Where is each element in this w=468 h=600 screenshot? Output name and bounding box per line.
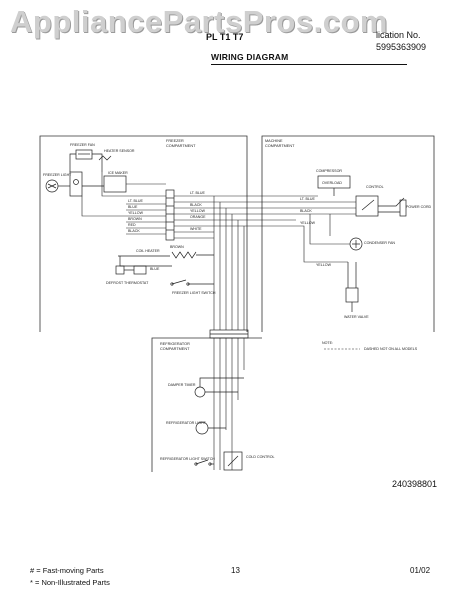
cold-control-symbol	[223, 451, 243, 471]
wire-label-yellow-2: YELLOW	[190, 209, 206, 213]
wire-label-black: BLACK	[128, 229, 140, 233]
footer-date: 01/02	[410, 566, 431, 575]
refrigerator-label-1: REFRIGERATOR	[160, 342, 190, 346]
water-valve-label: WATER VALVE	[344, 315, 369, 319]
diagram-title: WIRING DIAGRAM	[211, 52, 289, 62]
water-valve-symbol	[345, 262, 359, 312]
freezer-wire-bundle	[81, 172, 166, 235]
defrost-thermostat-label: DEFROST THERMOSTAT	[106, 281, 149, 285]
compartment-connector	[209, 329, 249, 339]
wire-label-orange: ORANGE	[190, 215, 206, 219]
freezer-light-label: FREEZER LIGHT	[43, 173, 72, 177]
document-number: 240398801	[392, 479, 438, 489]
machine-wires	[296, 195, 356, 263]
machine-compartment-outline	[261, 135, 435, 332]
freezer-fan-label: FREEZER FAN	[70, 143, 95, 147]
freezer-light-symbol	[45, 179, 70, 193]
wire-label-yellow-3: YELLOW	[300, 221, 316, 225]
defrost-thermostat-symbol	[115, 265, 147, 275]
compressor-label: COMPRESSOR	[316, 169, 342, 173]
condenser-fan-label: CONDENSER FAN	[364, 241, 395, 245]
refrigerator-compartment-outline	[151, 337, 262, 472]
refrigerator-wires	[213, 338, 245, 470]
control-label: CONTROL	[366, 185, 384, 189]
power-cord-label: POWER CORD	[406, 205, 432, 209]
power-cord-symbol	[378, 197, 407, 217]
cold-control-label: COLD CONTROL	[246, 455, 275, 459]
damper-timer-symbol	[194, 377, 244, 398]
refrigerator-label-2: COMPARTMENT	[160, 347, 190, 351]
wire-label-white: WHITE	[190, 227, 202, 231]
freezer-label-2: COMPARTMENT	[166, 144, 196, 148]
freezer-label-1: FREEZER	[166, 139, 184, 143]
wire-label-blue-2: BLUE	[150, 267, 160, 271]
wire-label-blue: BLUE	[128, 205, 138, 209]
heater-sensor-label: HEATER SENSOR	[104, 149, 135, 153]
refrigerator-light-switch-symbol	[194, 459, 214, 466]
harness-wires	[174, 195, 296, 330]
refrigerator-light-switch-label: REFRIGERATOR LIGHT SWITCH	[160, 457, 215, 461]
freezer-compartment-outline	[39, 135, 248, 332]
model-number: PL T1 T7	[206, 32, 244, 42]
overload-label: OVERLOAD	[322, 181, 342, 185]
footer-fast-moving: # = Fast-moving Parts	[30, 566, 104, 575]
wire-label-black-2: BLACK	[190, 203, 202, 207]
heater-sensor-symbol	[98, 155, 112, 161]
machine-label-2: COMPARTMENT	[265, 144, 295, 148]
ice-maker-symbol	[69, 171, 127, 197]
freezer-light-switch-symbol	[170, 279, 214, 286]
ice-maker-label: ICE MAKER	[108, 171, 128, 175]
wire-label-lt-blue-2: LT. BLUE	[190, 191, 206, 195]
freezer-light-switch-label: FREEZER LIGHT SWITCH	[172, 291, 216, 295]
wire-label-lt-blue: LT. BLUE	[128, 199, 144, 203]
wire-label-lt-blue-3: LT. BLUE	[300, 197, 316, 201]
note-heading: NOTE:	[322, 341, 333, 345]
control-symbol	[355, 195, 379, 217]
note-text: DASHED NOT ON ALL MODELS	[364, 347, 418, 351]
damper-timer-label: DAMPER TIMER	[168, 383, 196, 387]
publication-label: lication No.	[376, 30, 421, 40]
wire-label-brown-2: BROWN	[170, 245, 184, 249]
footer-non-illustrated: * = Non-Illustrated Parts	[30, 578, 110, 587]
page-number: 13	[231, 566, 240, 575]
coil-heater-label: COIL HEATER	[136, 249, 160, 253]
machine-label-1: MACHINE	[265, 139, 283, 143]
coil-heater-symbol	[118, 251, 214, 267]
wire-label-red: RED	[128, 223, 136, 227]
publication-number: 5995363909	[376, 42, 427, 52]
wire-label-yellow: YELLOW	[128, 211, 144, 215]
condenser-fan-symbol	[349, 237, 363, 251]
main-connector	[165, 189, 175, 241]
freezer-fan-symbol	[69, 149, 103, 172]
watermark-logo: AppliancePartsPros.com	[10, 4, 388, 39]
compressor-symbol	[317, 175, 351, 196]
title-rule	[211, 64, 407, 65]
wire-label-brown: BROWN	[128, 217, 142, 221]
wire-label-black-3: BLACK	[300, 209, 312, 213]
wire-label-yellow-4: YELLOW	[316, 263, 332, 267]
refrigerator-light-symbol	[195, 421, 226, 435]
refrigerator-light-label: REFRIGERATOR LIGHT	[166, 421, 207, 425]
